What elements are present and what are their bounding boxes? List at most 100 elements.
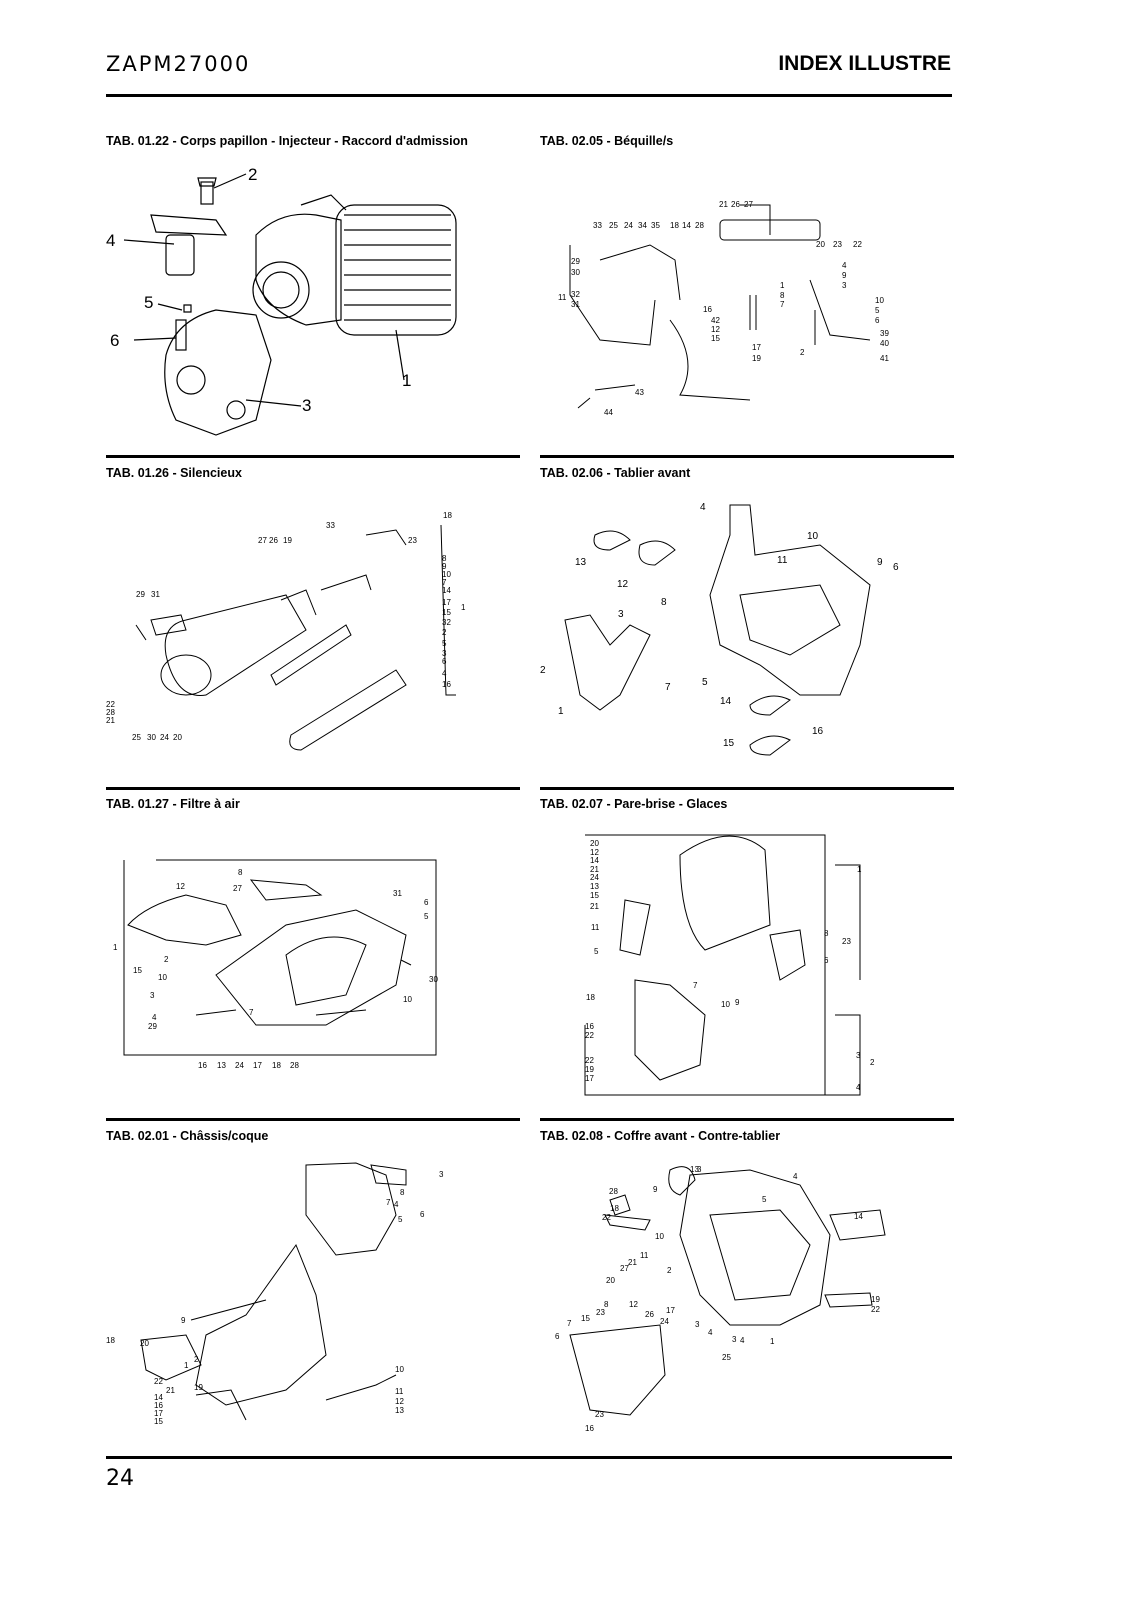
callout-label: 6 (824, 956, 829, 965)
callout-label: 18 (610, 1204, 619, 1213)
callout-label: 22 (106, 700, 115, 709)
callout-label: 35 (651, 221, 660, 230)
callout-label: 15 (581, 1314, 590, 1323)
callout-label: 3 (697, 1165, 702, 1174)
section-title-tab-0126: TAB. 01.26 - Silencieux (106, 466, 242, 480)
callout-label: 12 (629, 1300, 638, 1309)
callout-label: 2 (248, 165, 257, 184)
callout-label: 13 (590, 882, 599, 891)
callout-label: 13 (217, 1061, 226, 1070)
callout-label: 19 (752, 354, 761, 363)
callout-label: 14 (442, 586, 451, 595)
callout-label: 3 (732, 1335, 737, 1344)
callout-label: 8 (824, 929, 829, 938)
callout-label: 3 (150, 991, 155, 1000)
callout-label: 8 (442, 554, 447, 563)
callout-label: 30 (147, 733, 156, 742)
callout-label: 9 (653, 1185, 658, 1194)
callout-label: 7 (780, 300, 785, 309)
callout-label: 17 (585, 1074, 594, 1083)
callout-label: 5 (762, 1195, 767, 1204)
callout-label: 40 (880, 339, 889, 348)
callout-label: 12 (590, 848, 599, 857)
callout-label: 7 (249, 1008, 254, 1017)
callout-label: 20 (140, 1339, 149, 1348)
callout-label: 7 (567, 1319, 572, 1328)
callout-label: 22 (853, 240, 862, 249)
section-title-tab-0207: TAB. 02.07 - Pare-brise - Glaces (540, 797, 728, 811)
callout-label: 29 (136, 590, 145, 599)
callout-label: 26 (645, 1310, 654, 1319)
callout-label: 17 (752, 343, 761, 352)
callout-label: 5 (398, 1215, 403, 1224)
callout-label: 10 (721, 1000, 730, 1009)
callout-label: 5 (875, 306, 880, 315)
callout-label: 22 (602, 1213, 611, 1222)
callout-label: 15 (133, 966, 142, 975)
callout-label: 11 (395, 1387, 404, 1396)
header-rule (106, 94, 952, 97)
callout-label: 9 (181, 1316, 186, 1325)
callout-label: 13 (575, 557, 587, 568)
callout-label: 39 (880, 329, 889, 338)
callout-label: 17 (442, 598, 451, 607)
callout-label: 27 (620, 1264, 629, 1273)
callout-label: 8 (400, 1188, 405, 1197)
callout-label: 4 (700, 502, 706, 513)
callout-label: 33 (326, 521, 335, 530)
section-title-tab-0201: TAB. 02.01 - Châssis/coque (106, 1129, 269, 1143)
callout-label: 15 (590, 891, 599, 900)
callout-label: 44 (604, 408, 613, 417)
callout-label: 24 (590, 873, 599, 882)
callout-label: 2 (667, 1266, 672, 1275)
callout-label: 21 (719, 200, 728, 209)
callout-label: 16 (585, 1424, 594, 1433)
callout-label: 10 (875, 296, 884, 305)
callout-label: 10 (403, 995, 412, 1004)
section-rule (540, 787, 954, 790)
callout-label: 7 (386, 1198, 391, 1207)
callout-label: 28 (695, 221, 704, 230)
callout-label: 4 (793, 1172, 798, 1181)
callout-label: 2 (194, 1355, 199, 1364)
callout-label: 19 (871, 1295, 880, 1304)
callout-label: 4 (442, 669, 447, 678)
callout-label: 6 (875, 316, 880, 325)
diagram-frame: 3 8 7 4 6 5 9 18 20 2 1 10 22 21 19 14 1… (106, 1155, 506, 1435)
section-rule (106, 787, 520, 790)
callout-label: 18 (443, 511, 452, 520)
callout-label: 4 (394, 1200, 399, 1209)
callout-label: 21 (106, 716, 115, 725)
diagram-silencer: 18 33 27 26 19 23 8 9 10 7 14 17 15 1 32… (106, 495, 506, 755)
callout-label: 11 (591, 923, 600, 932)
callout-label: 26 (731, 200, 740, 209)
callout-label: 2 (870, 1058, 875, 1067)
callout-label: 2 (442, 628, 447, 637)
callout-label: 34 (638, 221, 647, 230)
callout-label: 26 (269, 536, 278, 545)
callout-label: 10 (442, 570, 451, 579)
callout-label: 28 (609, 1187, 618, 1196)
callout-label: 18 (586, 993, 595, 1002)
callout-label: 4 (152, 1013, 157, 1022)
callout-label: 15 (442, 608, 451, 617)
callout-label: 28 (106, 708, 115, 717)
callout-label: 18 (106, 1336, 115, 1345)
callout-label: 1 (857, 865, 862, 874)
callout-label: 30 (429, 975, 438, 984)
callout-label: 6 (555, 1332, 560, 1341)
footer-rule (106, 1456, 952, 1459)
callout-label: 8 (238, 868, 243, 877)
callout-label: 9 (442, 562, 447, 571)
callout-label: 16 (442, 680, 451, 689)
callout-label: 24 (624, 221, 633, 230)
callout-label: 5 (144, 293, 153, 312)
diagram-stand: 21 26 27 33 25 24 34 35 18 14 28 20 23 2… (540, 160, 952, 445)
callout-label: 15 (711, 334, 720, 343)
callout-label: 8 (604, 1300, 609, 1309)
callout-label: 33 (593, 221, 602, 230)
section-rule (540, 1118, 954, 1121)
callout-label: 28 (290, 1061, 299, 1070)
section-rule (106, 455, 520, 458)
callout-label: 17 (154, 1409, 163, 1418)
